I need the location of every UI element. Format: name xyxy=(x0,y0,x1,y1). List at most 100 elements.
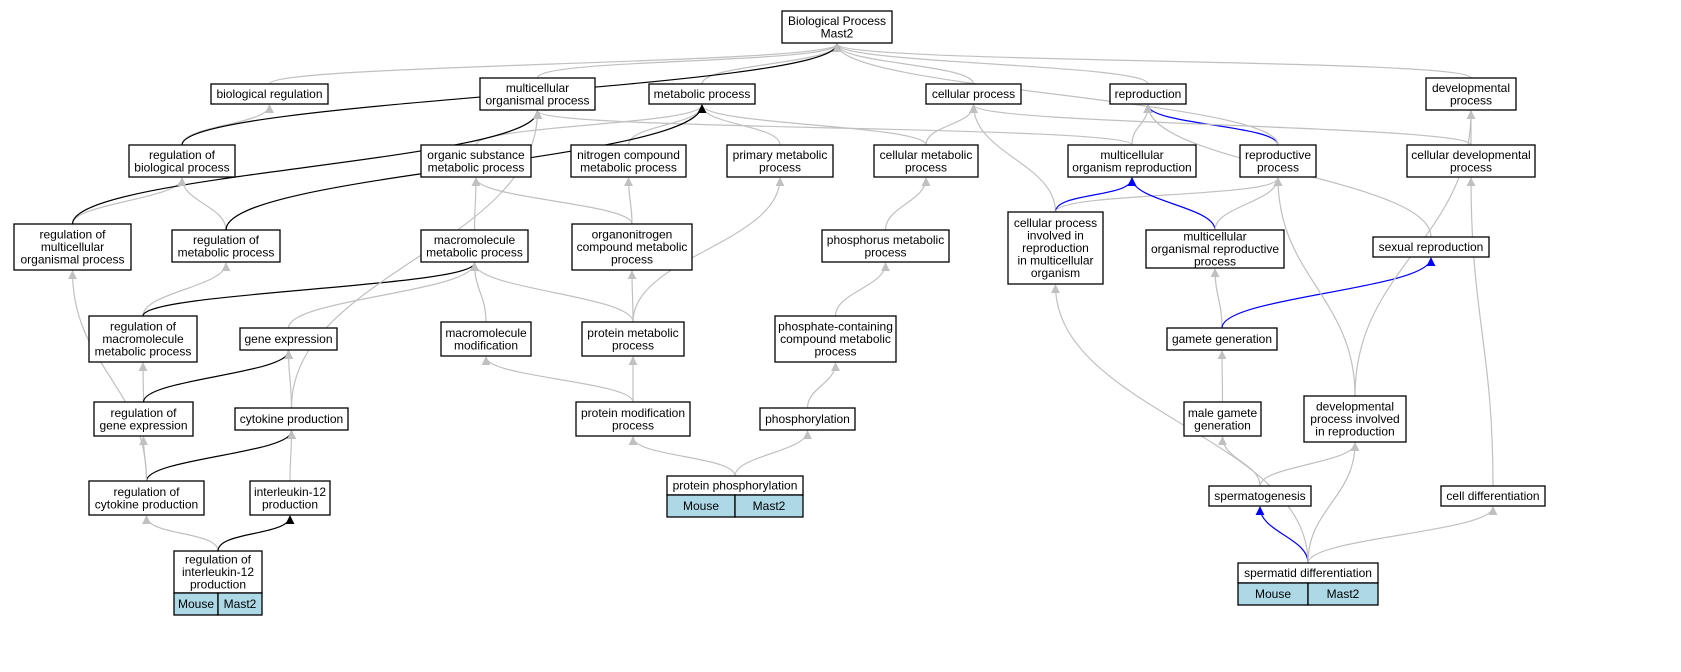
node-label: protein phosphorylation xyxy=(673,479,798,493)
node-label: regulation of xyxy=(39,228,106,242)
node-box xyxy=(821,229,950,263)
node-ge[interactable]: gene expression xyxy=(239,327,338,351)
node-label: organism reproduction xyxy=(1072,160,1191,174)
edge-mgg-to-gg xyxy=(1217,350,1227,403)
node-cp[interactable]: cellular process xyxy=(925,83,1022,105)
edge-occmp-to-osmp xyxy=(471,177,633,225)
edge-gg-to-sr xyxy=(1221,257,1436,329)
edge-ncmp-to-mp xyxy=(627,104,707,146)
edge-osmp-to-mp xyxy=(475,104,707,146)
node-label: multicellular xyxy=(1183,230,1246,244)
node-label: process xyxy=(1450,93,1492,107)
node-label: process xyxy=(612,418,654,432)
node-label: regulation of xyxy=(110,406,177,420)
node-box xyxy=(1239,144,1317,178)
node-label: multicellular xyxy=(1100,148,1163,162)
node-label: spermatogenesis xyxy=(1214,489,1305,503)
node-box xyxy=(774,315,897,363)
edge-phmp-to-cmp xyxy=(884,177,931,231)
node-label: reproduction xyxy=(1022,241,1089,255)
node-label: regulation of xyxy=(113,485,180,499)
node-label: multicellular xyxy=(506,81,569,95)
edge-mp-to-bp xyxy=(701,43,842,85)
edge-rcp-to-rmop xyxy=(68,270,148,482)
edge-cpir-to-cp xyxy=(969,104,1057,213)
node-box xyxy=(479,77,596,111)
node-label: generation xyxy=(1194,418,1251,432)
edge-spg-to-dpir xyxy=(1259,442,1360,487)
node-cyp[interactable]: cytokine production xyxy=(234,407,349,431)
node-ril12[interactable]: regulation ofinterleukin-12productionMou… xyxy=(173,550,263,616)
node-label: process xyxy=(759,160,801,174)
node-box xyxy=(234,407,349,431)
edge-sd-to-cd xyxy=(1307,506,1498,564)
node-spg[interactable]: spermatogenesis xyxy=(1208,485,1312,507)
node-label: Biological Process xyxy=(788,14,886,28)
node-br[interactable]: biological regulation xyxy=(210,83,329,105)
node-mp[interactable]: metabolic process xyxy=(648,83,756,105)
node-box xyxy=(571,223,693,271)
node-sr[interactable]: sexual reproduction xyxy=(1372,236,1490,258)
node-label: process xyxy=(611,253,653,267)
edge-dp-to-bp xyxy=(832,43,1472,79)
node-label: production xyxy=(190,578,246,592)
node-rep[interactable]: reproduction xyxy=(1109,83,1187,105)
node-box xyxy=(1440,485,1546,507)
edge-cmp-to-cp xyxy=(925,104,978,146)
node-gg[interactable]: gamete generation xyxy=(1166,327,1278,351)
node-label: macromolecule xyxy=(102,332,184,346)
edge-cdp-to-cp xyxy=(969,104,1472,146)
node-label: metabolic process xyxy=(580,160,677,174)
node-box xyxy=(93,401,194,437)
tag-label: Mouse xyxy=(1255,587,1291,601)
node-label: process xyxy=(1194,255,1236,269)
node-label: process xyxy=(814,345,856,359)
node-cd[interactable]: cell differentiation xyxy=(1440,485,1546,507)
node-label: multicellular xyxy=(41,240,104,254)
edge-ge-to-mmp xyxy=(287,262,479,329)
node-label: regulation of xyxy=(110,320,177,334)
node-phos[interactable]: phosphorylation xyxy=(759,407,856,431)
node-label: cellular process xyxy=(932,87,1015,101)
node-label: protein metabolic xyxy=(587,326,678,340)
node-box xyxy=(128,144,236,178)
node-label: phosphate-containing xyxy=(778,320,893,334)
edge-pmdp-to-mm xyxy=(481,356,634,403)
node-box xyxy=(925,83,1022,105)
node-label: process involved xyxy=(1310,412,1399,426)
edge-rmop-to-mop xyxy=(71,110,542,225)
node-label: macromolecule xyxy=(445,326,527,340)
